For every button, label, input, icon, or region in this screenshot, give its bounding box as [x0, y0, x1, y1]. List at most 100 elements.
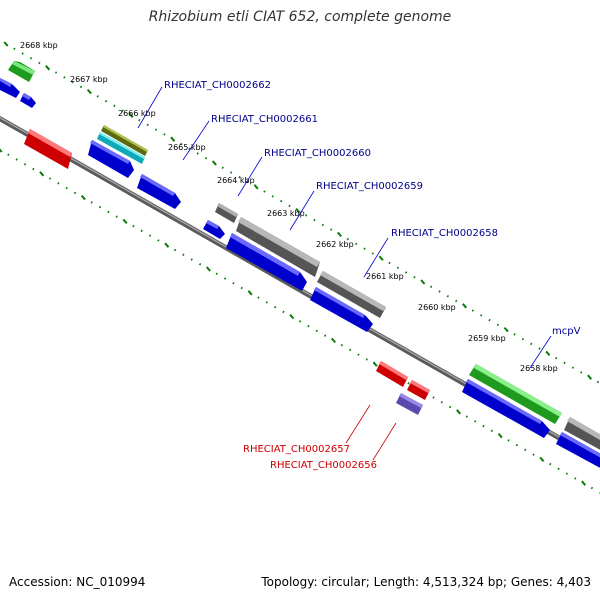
- scale-tick: [271, 195, 274, 198]
- scale-tick: [146, 123, 149, 127]
- scale-tick: [238, 176, 241, 179]
- scale-tick: [488, 318, 491, 322]
- gene-label-rheciat-ch0002662[interactable]: RHECIAT_CH0002662: [164, 80, 271, 91]
- gene-feature[interactable]: [564, 417, 600, 452]
- scale-tick: [232, 282, 235, 285]
- scale-tick: [247, 290, 253, 296]
- scale-tick: [507, 439, 510, 442]
- gene-feature[interactable]: [97, 132, 145, 164]
- gene-label-rheciat-ch0002657[interactable]: RHECIAT_CH0002657: [243, 444, 350, 455]
- scale-label: 2665 kbp: [168, 143, 206, 152]
- scale-tick: [190, 258, 193, 261]
- gene-feature[interactable]: [203, 220, 225, 239]
- scale-tick: [432, 396, 435, 399]
- page-title: Rhizobium etli CIAT 652, complete genome: [148, 9, 452, 25]
- scale-tick: [571, 366, 575, 369]
- gene-label-mcpv[interactable]: mcpV: [552, 326, 581, 337]
- gene-feature[interactable]: [376, 361, 408, 387]
- forward-strand-genes: [0, 61, 600, 470]
- scale-tick: [405, 271, 408, 274]
- gene-feature[interactable]: [226, 233, 307, 291]
- scale-tick: [79, 85, 83, 89]
- scale-label: 2667 kbp: [70, 75, 108, 84]
- gene-feature[interactable]: [0, 78, 20, 98]
- scale-tick: [295, 207, 301, 214]
- scale-tick: [304, 214, 308, 217]
- scale-tick: [513, 333, 516, 336]
- scale-tick: [80, 194, 86, 201]
- scale-tick: [363, 247, 366, 250]
- scale-tick: [163, 133, 166, 136]
- scale-tick: [515, 443, 519, 447]
- scale-tick: [581, 480, 587, 486]
- scale-label: 2663 kbp: [267, 209, 305, 218]
- scale-tick: [273, 305, 277, 309]
- gene-label-rheciat-ch0002661[interactable]: RHECIAT_CH0002661: [211, 114, 318, 125]
- scale-tick: [115, 215, 118, 218]
- scale-tick: [557, 467, 560, 471]
- gene-feature[interactable]: [462, 379, 550, 438]
- gene-feature[interactable]: [317, 271, 386, 318]
- scale-tick: [138, 118, 141, 122]
- scale-tick: [221, 166, 224, 170]
- scale-tick: [420, 279, 426, 285]
- scale-tick: [524, 448, 527, 452]
- scale-tick: [164, 242, 170, 248]
- scale-tick: [215, 272, 218, 276]
- scale-tick: [182, 253, 185, 256]
- scale-tick: [73, 191, 77, 195]
- scale-tick: [596, 380, 600, 384]
- scale-tick: [246, 180, 249, 184]
- gene-feature[interactable]: [24, 129, 72, 169]
- scale-tick: [365, 358, 368, 361]
- scale-tick: [449, 405, 452, 409]
- scale-tick: [446, 295, 449, 298]
- scale-tick: [530, 342, 533, 346]
- scale-tick: [279, 199, 283, 203]
- gene-feature[interactable]: [310, 287, 373, 332]
- scale-tick: [315, 329, 318, 333]
- gene-label-rheciat-ch0002659[interactable]: RHECIAT_CH0002659: [316, 181, 423, 192]
- scale-tick: [38, 61, 41, 65]
- scale-tick: [587, 374, 593, 380]
- scale-label: 2664 kbp: [217, 176, 255, 185]
- scale-label: 2660 kbp: [418, 303, 456, 312]
- scale-tick: [440, 401, 443, 404]
- scale-tick: [198, 263, 202, 266]
- scale-tick: [413, 276, 416, 279]
- gene-feature[interactable]: [8, 61, 35, 82]
- scale-tick: [580, 371, 583, 374]
- gene-label-rheciat-ch0002656[interactable]: RHECIAT_CH0002656: [270, 460, 377, 471]
- gene-feature[interactable]: [396, 393, 423, 415]
- scale-tick: [90, 201, 93, 204]
- scale-tick: [140, 229, 143, 233]
- gene-feature[interactable]: [88, 140, 134, 178]
- scale-tick: [157, 239, 160, 242]
- scale-tick: [462, 303, 468, 309]
- scale-tick: [3, 41, 9, 47]
- scale-tick: [45, 65, 51, 71]
- gene-label-rheciat-ch0002658[interactable]: RHECIAT_CH0002658: [391, 228, 498, 239]
- gene-feature[interactable]: [469, 364, 562, 424]
- gene-feature[interactable]: [20, 93, 36, 108]
- scale-tick: [590, 486, 594, 490]
- scale-tick: [336, 231, 342, 238]
- gene-label-rheciat-ch0002660[interactable]: RHECIAT_CH0002660: [264, 148, 371, 159]
- scale-tick: [532, 453, 535, 456]
- scale-tick: [86, 88, 92, 95]
- gene-feature[interactable]: [236, 217, 320, 277]
- scale-label: 2659 kbp: [468, 334, 506, 343]
- gene-feature[interactable]: [215, 203, 238, 223]
- scale-tick: [121, 109, 124, 112]
- scale-tick: [549, 462, 552, 466]
- scale-tick: [307, 324, 310, 328]
- scale-tick: [563, 361, 566, 365]
- gene-labels: RHECIAT_CH0002662 RHECIAT_CH0002661 RHEC…: [137, 80, 581, 471]
- gene-feature[interactable]: [556, 432, 600, 470]
- gene-feature[interactable]: [101, 125, 148, 156]
- gene-feature[interactable]: [407, 380, 430, 400]
- tick-band-lower: [0, 148, 600, 494]
- gene-feature[interactable]: [137, 174, 181, 209]
- scale-tick: [565, 472, 569, 475]
